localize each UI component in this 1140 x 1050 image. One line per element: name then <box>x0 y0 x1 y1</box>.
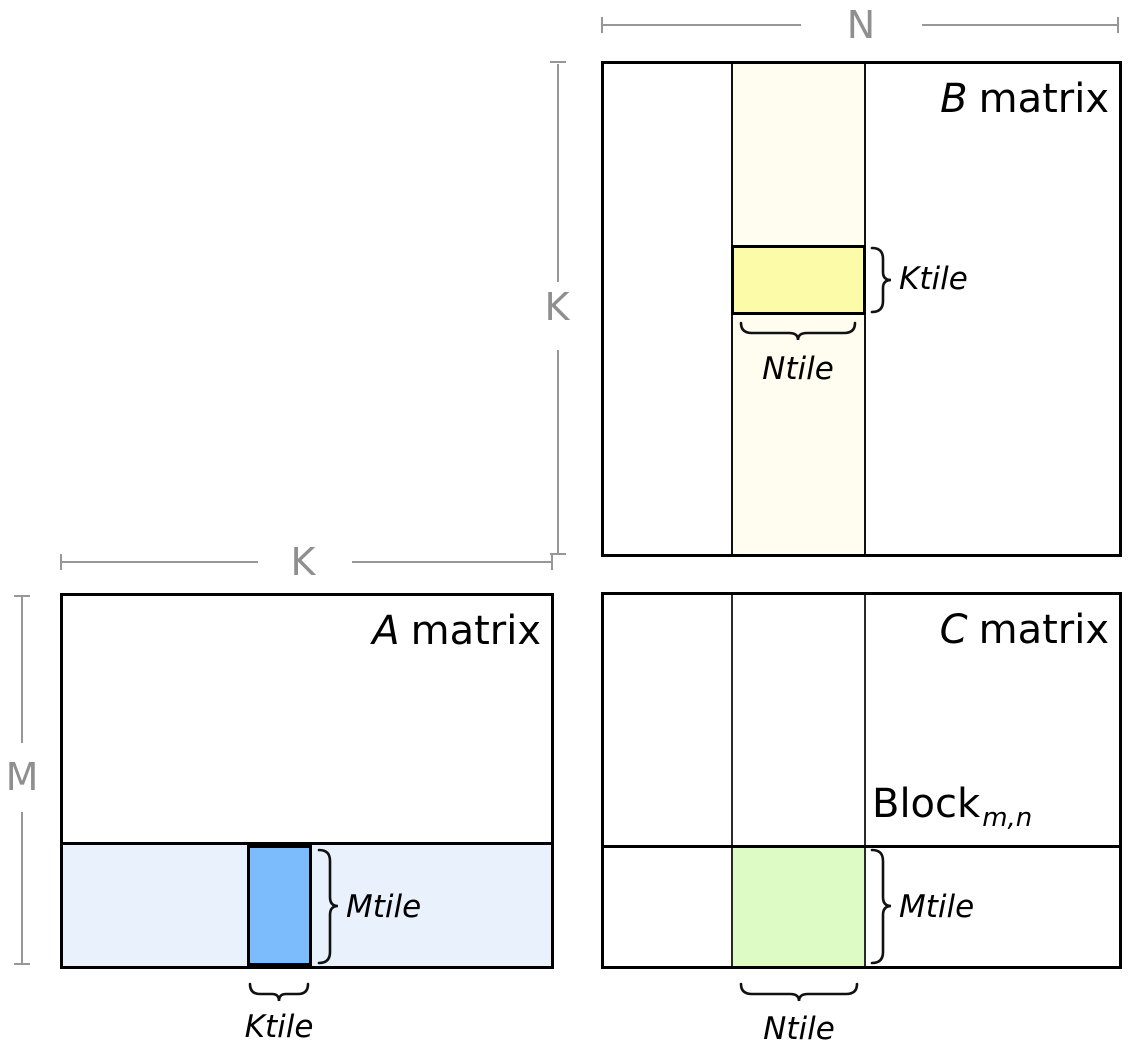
m-dim-bottom-segment <box>21 812 23 964</box>
bk-dim-label: K <box>544 285 570 329</box>
n-dim-left-tick <box>601 17 603 33</box>
b-ktile-label: Ktile <box>899 261 968 297</box>
m-dim-bottom-tick <box>14 963 30 965</box>
c-matrix-letter: C <box>939 607 968 653</box>
a-matrix-letter: A <box>372 608 400 654</box>
n-dim-label: N <box>846 3 876 47</box>
c-column-divider-left <box>731 595 733 966</box>
bk-dim-top-segment <box>557 64 559 282</box>
b-matrix-word: matrix <box>978 76 1109 122</box>
c-mtile-label: Mtile <box>899 889 975 925</box>
m-dim-top-segment <box>21 597 23 743</box>
a-mtile-label: Mtile <box>346 889 422 925</box>
c-column-divider-right <box>864 595 866 966</box>
ak-dim-left-tick <box>60 554 62 570</box>
ak-dim-right-tick <box>551 554 553 570</box>
c-block-word: Block <box>872 781 981 827</box>
c-mtile-brace <box>870 848 892 965</box>
c-row-divider <box>604 845 1119 848</box>
bk-dim-bottom-tick <box>550 553 566 555</box>
c-matrix-word: matrix <box>978 607 1109 653</box>
c-ntile-brace <box>739 982 859 1002</box>
b-ktile-brace <box>870 246 892 314</box>
c-block-tile <box>731 848 866 966</box>
a-ktile-brace <box>248 982 310 1002</box>
bk-dim-top-tick <box>550 61 566 63</box>
bk-dim-bottom-segment <box>557 350 559 554</box>
ak-dim-right-segment <box>352 561 552 563</box>
b-ntile-label: Ntile <box>762 351 834 387</box>
b-ktile-block <box>731 245 866 315</box>
b-matrix-letter: B <box>940 76 968 122</box>
a-ktile-label: Ktile <box>244 1009 314 1045</box>
a-ktile-block <box>247 845 312 966</box>
b-ntile-brace <box>739 321 857 341</box>
m-dim-top-tick <box>14 595 30 597</box>
n-dim-right-tick <box>1117 17 1119 33</box>
n-dim-left-segment <box>603 24 801 26</box>
a-matrix-word: matrix <box>410 608 541 654</box>
ak-dim-label: K <box>290 540 316 584</box>
m-dim-label: M <box>5 755 39 799</box>
a-mtile-brace <box>317 848 339 965</box>
c-ntile-label: Ntile <box>763 1011 835 1047</box>
n-dim-right-segment <box>922 24 1118 26</box>
c-block-label: Blockm,n <box>872 781 1032 833</box>
ak-dim-left-segment <box>62 561 258 563</box>
c-block-subscript: m,n <box>982 803 1033 833</box>
